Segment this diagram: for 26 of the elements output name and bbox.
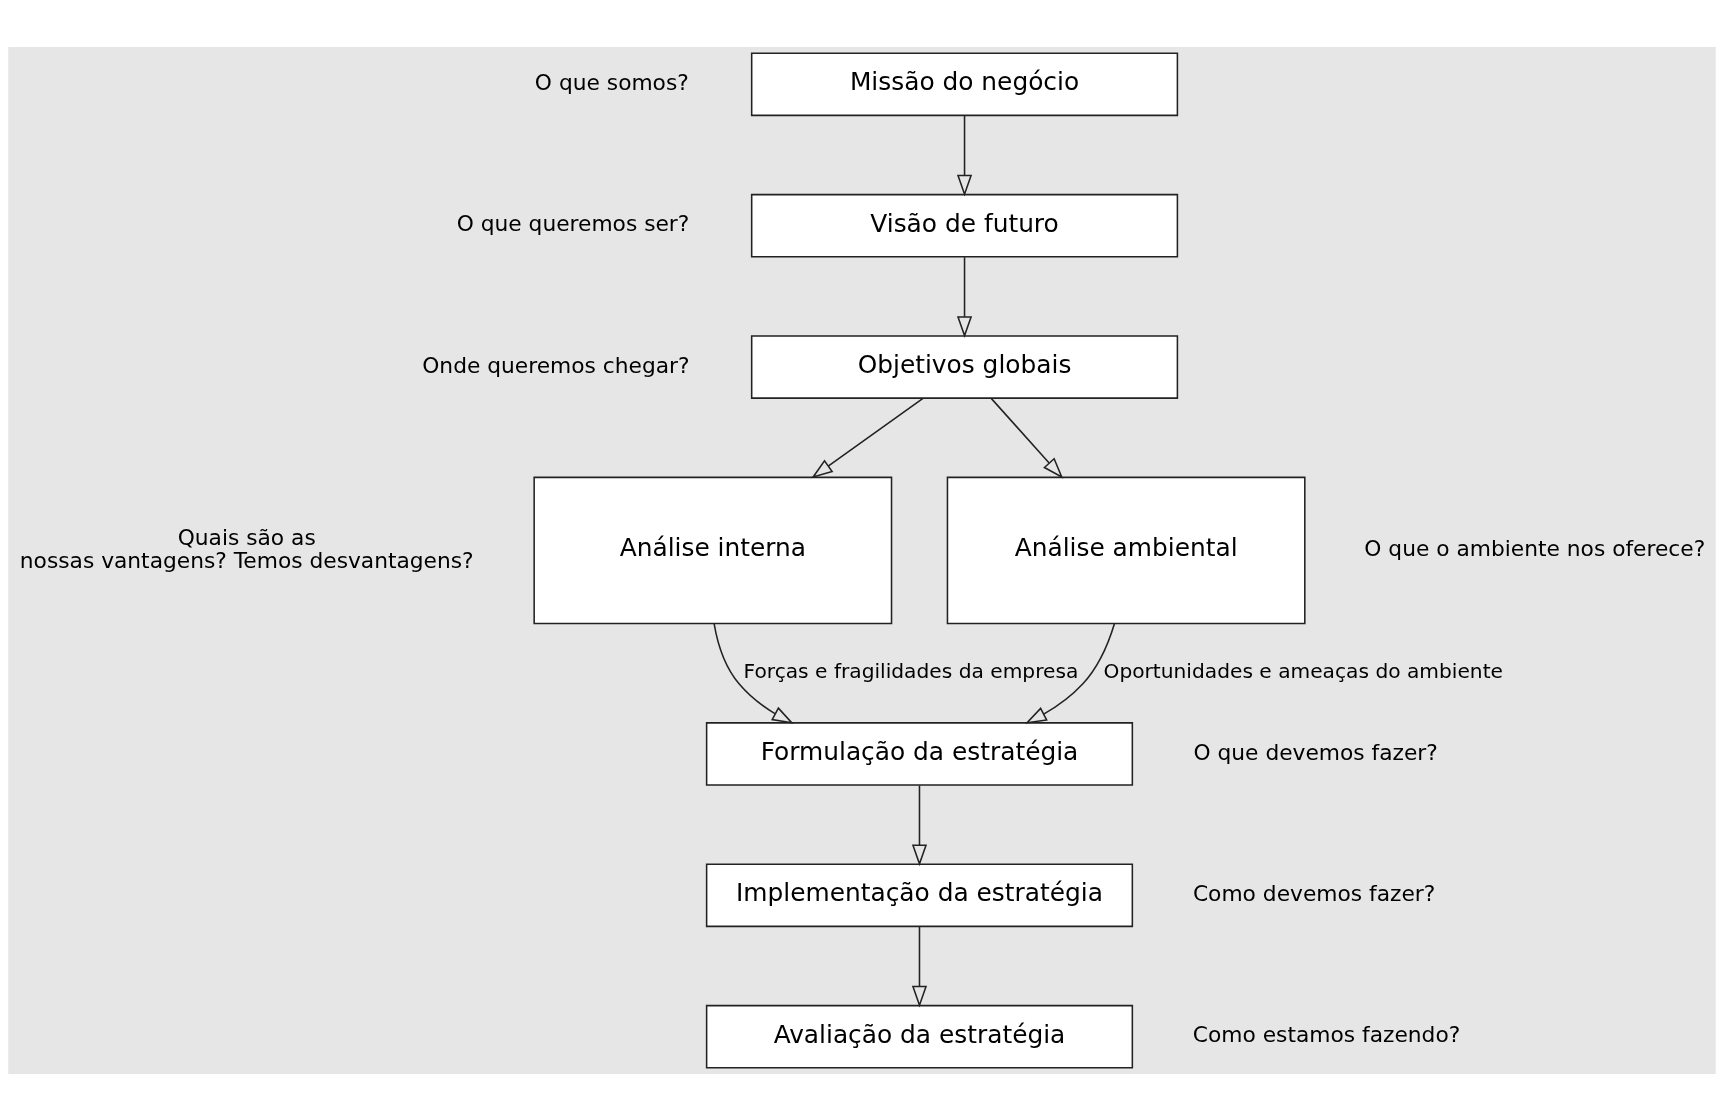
node-label: O que somos?	[534, 69, 689, 95]
node-box: Análise interna	[533, 476, 893, 624]
arrow	[1025, 622, 1116, 724]
node-label: Como estamos fazendo?	[1192, 1021, 1461, 1047]
node-box: Objetivos globais	[750, 334, 1179, 399]
arrow	[911, 925, 928, 1008]
edge-label: Forças e fragilidades da empresa	[743, 658, 1079, 683]
node-box: Missão do negócio	[750, 51, 1179, 116]
arrow	[956, 114, 973, 197]
node-box: Avaliação da estratégia	[705, 1004, 1134, 1069]
arrow	[911, 784, 928, 866]
node-box: Análise ambiental	[946, 476, 1306, 624]
node-label: O que queremos ser?	[456, 210, 690, 236]
node-label: O que o ambiente nos oferece?	[1364, 535, 1706, 561]
arrow	[713, 622, 794, 724]
node-box: Visão de futuro	[750, 193, 1179, 258]
node-label: O que devemos fazer?	[1193, 739, 1438, 765]
node-label: Onde queremos chegar?	[422, 352, 690, 378]
node-box: Implementação da estratégia	[705, 862, 1134, 927]
arrow	[990, 397, 1064, 479]
node-box: Formulação da estratégia	[705, 721, 1134, 786]
node-label: Como devemos fazer?	[1192, 880, 1436, 906]
node-label: Quais são as nossas vantagens? Temos desvantagens?	[19, 524, 474, 573]
arrow	[956, 255, 973, 338]
edge-label: Oportunidades e ameaças do ambiente	[1103, 658, 1503, 683]
arrow	[811, 397, 924, 478]
